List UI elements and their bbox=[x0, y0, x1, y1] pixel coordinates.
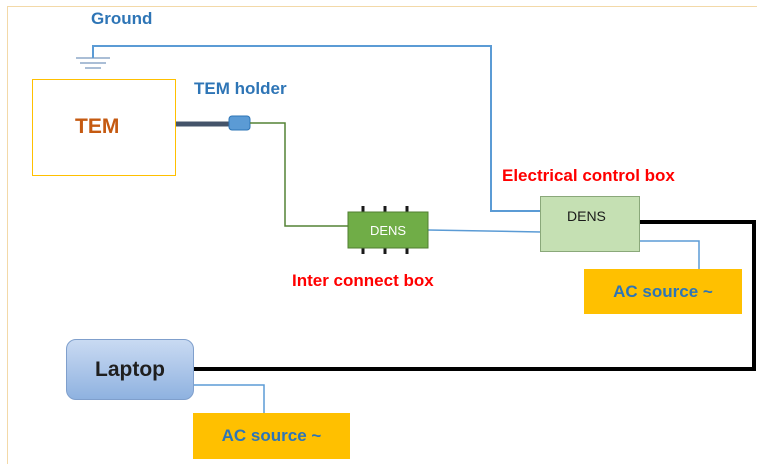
laptop: Laptop bbox=[66, 339, 194, 400]
control-dens-label: DENS bbox=[567, 208, 606, 224]
ac-source-right-label: AC source ~ bbox=[613, 281, 713, 301]
ac-source-right: AC source ~ bbox=[584, 269, 742, 314]
diagram-frame bbox=[7, 6, 757, 464]
tem-holder-label: TEM holder bbox=[194, 79, 287, 98]
ground-label: Ground bbox=[91, 9, 153, 28]
interconnect-dens-label: DENS bbox=[370, 223, 406, 238]
ac-source-bottom: AC source ~ bbox=[193, 413, 350, 459]
interconnect-box-label: Inter connect box bbox=[292, 271, 434, 290]
electrical-control-box: DENS bbox=[540, 196, 640, 252]
tem-holder-tip bbox=[228, 115, 251, 131]
ac-bottom-wire bbox=[194, 384, 265, 413]
ground-wire bbox=[92, 45, 541, 212]
ac-source-bottom-label: AC source ~ bbox=[221, 426, 322, 445]
ac-right-wire bbox=[640, 240, 700, 269]
interconnect-box: DENS bbox=[347, 206, 429, 254]
tem-box bbox=[32, 79, 176, 176]
laptop-label: Laptop bbox=[95, 357, 165, 381]
interconnect-to-control-wire bbox=[427, 229, 542, 233]
holder-cable bbox=[250, 122, 348, 227]
laptop-cable bbox=[194, 220, 756, 371]
electrical-control-box-label: Electrical control box bbox=[502, 166, 675, 185]
ground-symbol bbox=[76, 57, 110, 69]
tem-label: TEM bbox=[75, 115, 120, 138]
